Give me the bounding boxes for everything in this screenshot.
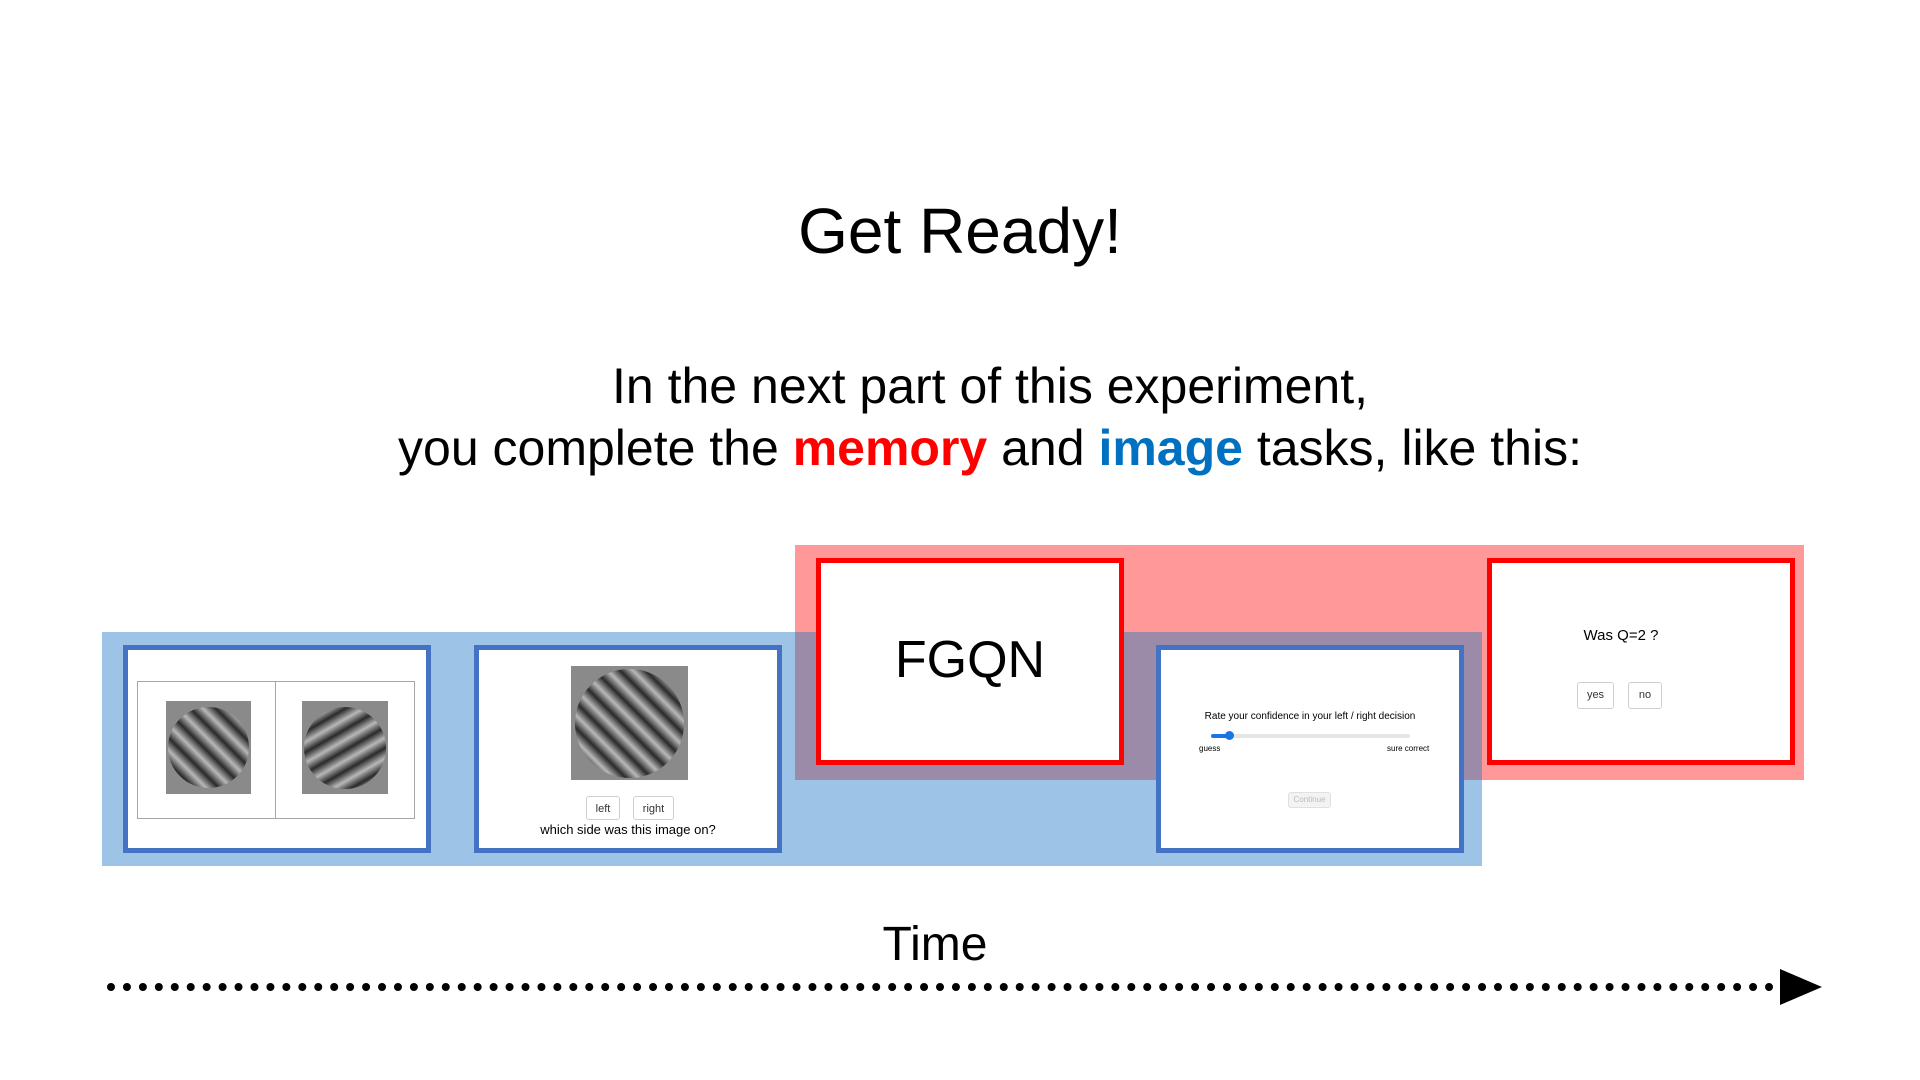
grating-right-icon	[302, 701, 388, 794]
grating-left-disc	[168, 707, 249, 788]
letters-text: FGQN	[894, 631, 1046, 689]
memory-probe-panel: Was Q=2 ? yes no	[1487, 558, 1795, 765]
time-arrow-head-icon	[1780, 969, 1822, 1005]
frame-divider	[275, 682, 276, 818]
slider-max-label: sure correct	[1387, 744, 1430, 753]
confidence-slider-track[interactable]	[1211, 731, 1410, 740]
grating-left-icon	[166, 701, 251, 794]
time-arrow-line	[107, 983, 1790, 991]
confidence-panel: Rate your confidence in your left / righ…	[1156, 645, 1464, 853]
probe-grating-icon	[571, 666, 688, 780]
no-button[interactable]: no	[1628, 682, 1662, 709]
slider-min-label: guess	[1199, 744, 1221, 753]
yes-button[interactable]: yes	[1577, 682, 1614, 709]
side-question-panel: left right which side was this image on?	[474, 645, 782, 853]
grating-right-disc	[304, 707, 386, 789]
intro-line-2-mid: and	[987, 420, 1099, 476]
encoding-panel	[123, 645, 431, 853]
left-button[interactable]: left	[586, 796, 620, 820]
intro-line-2: you complete the memory and image tasks,…	[0, 417, 1920, 479]
intro-line-2-end: tasks, like this:	[1242, 420, 1582, 476]
confidence-slider-thumb[interactable]	[1225, 731, 1234, 740]
stimulus-frame	[137, 681, 415, 819]
probe-grating-disc	[575, 669, 684, 778]
page-title: Get Ready!	[798, 195, 1122, 267]
intro-line-2-start: you complete the	[398, 420, 793, 476]
image-word: image	[1098, 420, 1243, 476]
side-question-text: which side was this image on?	[540, 822, 716, 837]
intro-text: In the next part of this experiment, you…	[0, 355, 1920, 479]
right-button[interactable]: right	[633, 796, 674, 820]
confidence-question: Rate your confidence in your left / righ…	[1204, 711, 1416, 722]
continue-button[interactable]: Continue	[1288, 792, 1331, 808]
intro-line-1: In the next part of this experiment,	[612, 358, 1368, 414]
memory-word: memory	[792, 420, 988, 476]
probe-question: Was Q=2 ?	[1583, 627, 1659, 644]
time-label: Time	[882, 918, 988, 971]
letters-panel: FGQN	[816, 558, 1124, 765]
confidence-slider-fill	[1211, 734, 1229, 738]
